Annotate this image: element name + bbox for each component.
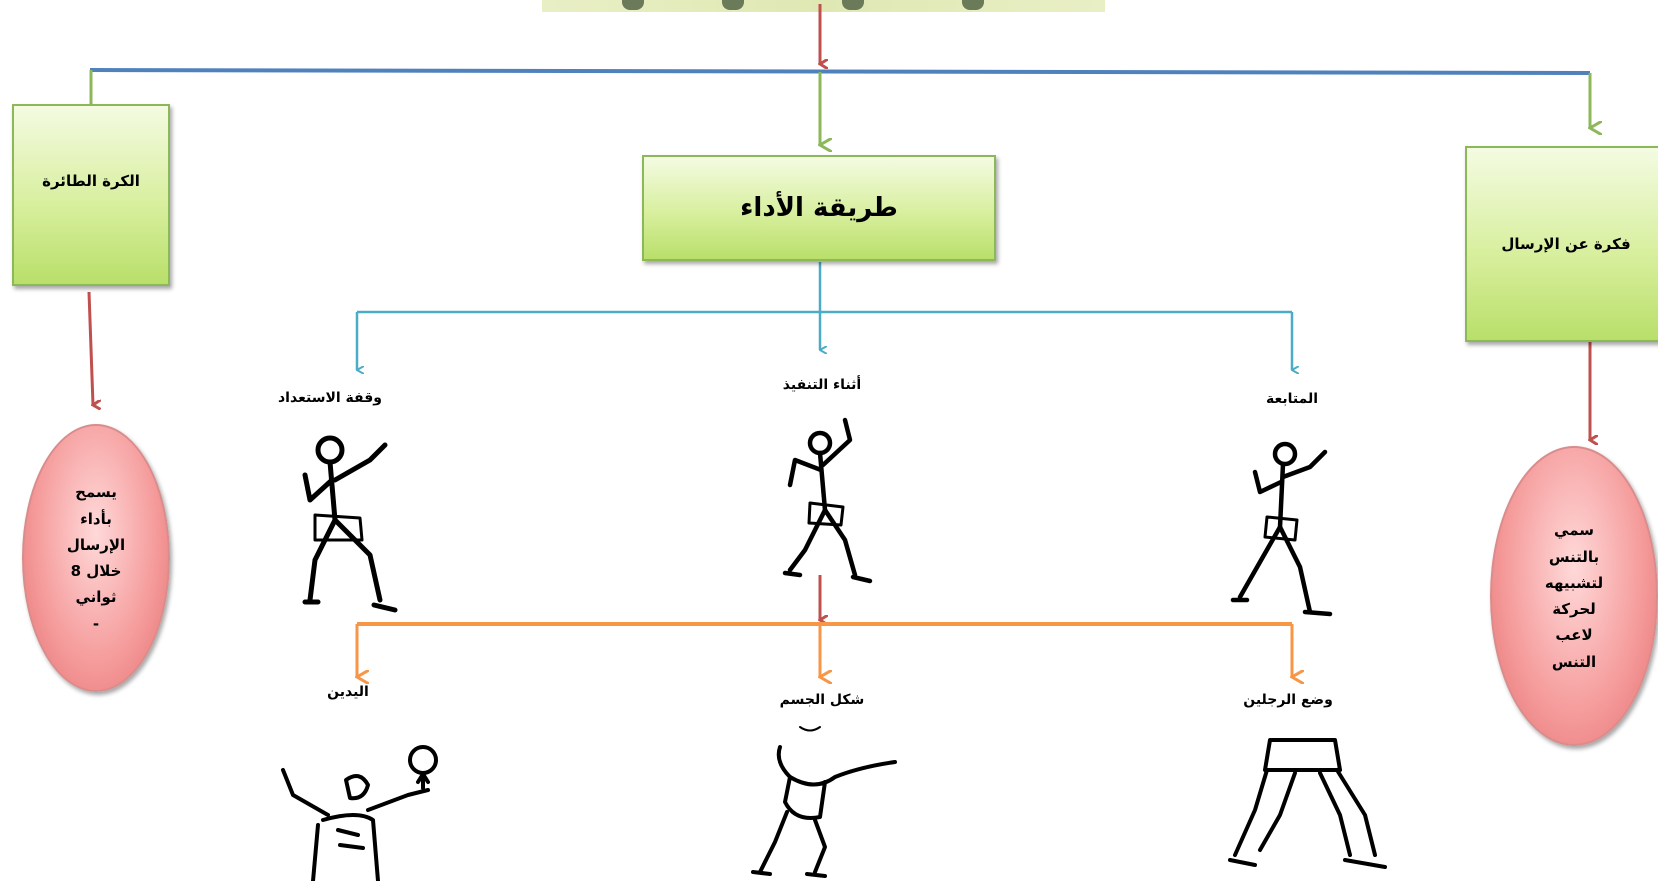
label-follow-through: المتابعة [1265,391,1319,407]
left-oval-line: - [92,614,100,633]
right-box: فكرة عن الإرسال [1465,146,1658,342]
label-legs-position: وضع الرجلين [1243,692,1333,708]
player-body-shape-figure [751,726,897,878]
arrow-to-left-oval [87,291,93,405]
label-preparation: وقفة الاستعداد [278,390,382,406]
label-hands: اليدين [327,684,369,700]
right-oval-line: سمي [1554,521,1594,540]
player-legs-figure [1228,738,1387,869]
right-oval-line: لحركة [1552,600,1596,618]
right-oval-line: بالتنس [1548,547,1600,566]
right-oval-line: لتشبيهه [1544,573,1604,592]
center-box: طريقة الأداء [642,155,996,261]
center-box-title: طريقة الأداء [740,193,898,223]
player-follow-through-figure [1230,441,1333,617]
label-body-shape: شكل الجسم [779,692,865,708]
left-oval: يسمح بأداء الإرسال خلال 8 ثواني - [22,424,170,692]
label-execution: أثناء التنفيذ [782,377,862,393]
player-execution-figure [782,417,873,584]
left-box-title: الكرة الطائرة [42,172,140,190]
left-oval-line: ثواني [75,588,117,607]
player-hands-figure [281,745,438,881]
left-oval-line: خلال 8 [70,562,122,580]
right-oval: سمي بالتنس لتشبيهه لحركة لاعب التنس [1490,446,1658,746]
header-image [542,0,1105,12]
left-oval-line: يسمح [75,483,117,502]
right-oval-line: لاعب [1555,626,1593,645]
player-preparation-figure [302,435,398,613]
left-box: الكرة الطائرة [12,104,170,286]
right-oval-line: التنس [1551,652,1597,671]
left-oval-line: بأداء [80,509,112,528]
left-oval-line: الإرسال [66,535,126,554]
right-box-title: فكرة عن الإرسال [1501,235,1631,253]
top-horizontal-line [89,68,1591,75]
